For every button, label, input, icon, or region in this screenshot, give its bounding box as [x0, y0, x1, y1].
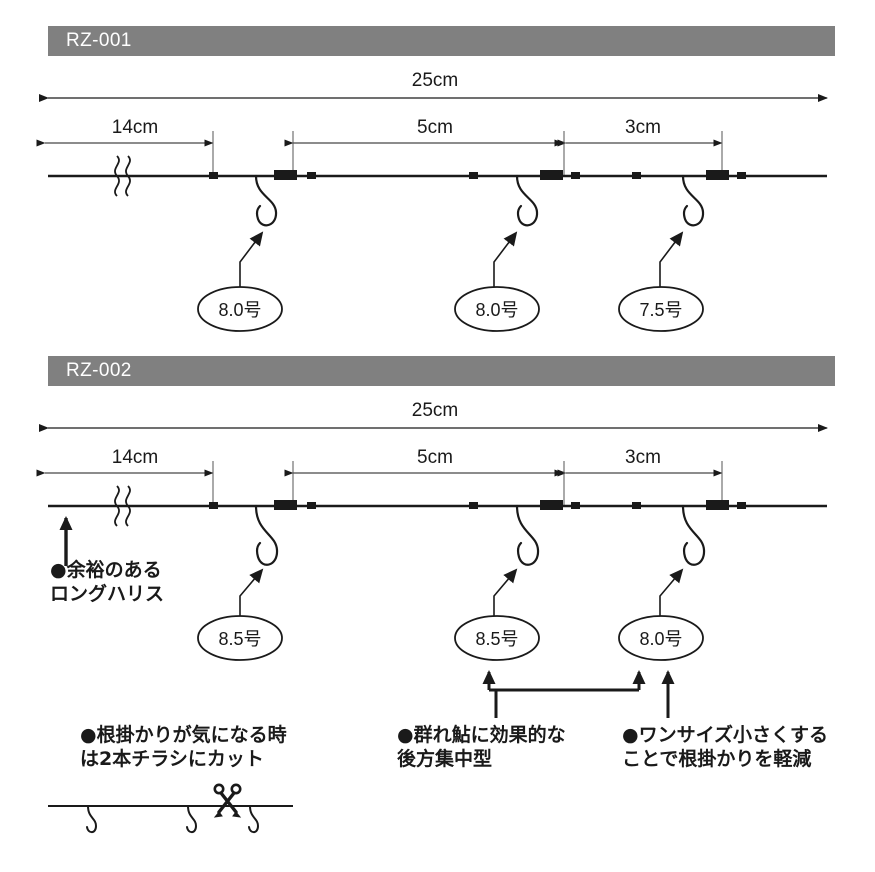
section-title-rz-001: RZ-001: [66, 30, 132, 51]
callout-oval: [197, 615, 283, 661]
knot-marker: [632, 502, 641, 509]
hook-size-label: 8.0号: [639, 629, 682, 649]
knot-marker: [469, 172, 478, 179]
annotation-rear-concentration: ●群れ鮎に効果的な 後方集中型: [397, 724, 566, 771]
hook-size-callout-3-rz-002: 8.0号: [618, 615, 704, 661]
annotation-one-size-smaller: ●ワンサイズ小さくする ことで根掛かりを軽減: [622, 724, 829, 771]
hook-2-rz-002: [515, 504, 540, 566]
segment-label-5cm-rz-001: 5cm: [417, 117, 453, 138]
sleeve-marker: [540, 500, 563, 510]
hook-size-label: 8.0号: [475, 300, 518, 320]
hook-size-callout-1-rz-001: 8.0号: [197, 286, 283, 332]
hook-1-rz-001: [254, 174, 278, 227]
segment-label-5cm-rz-002: 5cm: [417, 447, 453, 468]
annotation-cut-note: ●根掛かりが気になる時 は2本チラシにカット: [80, 724, 287, 771]
callout-leader-1-rz-002: [239, 568, 264, 622]
callout-oval: [454, 286, 540, 332]
dimension-group-rz-001: [36, 94, 828, 176]
callout-oval: [618, 615, 704, 661]
rig-line-rz-002: 8.5号 8.5号 8.0号: [48, 485, 827, 661]
callout-leader-1-rz-001: [239, 231, 264, 292]
sleeve-marker: [540, 170, 563, 180]
cut-diagram-hook-2: [186, 805, 198, 834]
hook-size-label: 8.0号: [218, 300, 261, 320]
hook-1-rz-002: [254, 504, 279, 566]
sleeve-marker: [274, 500, 297, 510]
callout-oval: [197, 286, 283, 332]
knot-marker: [209, 502, 218, 509]
hook-3-rz-001: [681, 174, 705, 227]
annotation-bracket-rear: [482, 670, 646, 718]
sleeve-marker: [706, 170, 729, 180]
segment-label-14cm-rz-001: 14cm: [111, 117, 159, 138]
knot-marker: [737, 502, 746, 509]
annotation-long-harness: ●余裕のある ロングハリス: [50, 559, 165, 606]
hook-size-label: 7.5号: [639, 300, 682, 320]
sleeve-marker: [274, 170, 297, 180]
section-header-rz-001: RZ-001: [48, 26, 835, 56]
knot-marker: [209, 172, 218, 179]
dimension-group-rz-002: [36, 424, 828, 506]
knot-marker: [632, 172, 641, 179]
total-dimension-label-rz-001: 25cm: [411, 70, 459, 91]
callout-leader-3-rz-001: [659, 231, 684, 292]
callout-leader-2-rz-001: [493, 231, 518, 292]
segment-label-14cm-rz-002: 14cm: [111, 447, 159, 468]
section-title-rz-002: RZ-002: [66, 360, 132, 381]
line-break-squiggle-icon: [114, 485, 131, 527]
hook-size-callout-3-rz-001: 7.5号: [618, 286, 704, 332]
rig-line-rz-001: 8.0号 8.0号 7.5号: [48, 155, 827, 332]
hook-size-callout-2-rz-002: 8.5号: [454, 615, 540, 661]
knot-marker: [571, 502, 580, 509]
sleeve-marker: [706, 500, 729, 510]
callout-leader-2-rz-002: [493, 568, 518, 622]
knot-marker: [307, 172, 316, 179]
hook-2-rz-001: [515, 174, 539, 227]
hook-size-label: 8.5号: [218, 629, 261, 649]
cut-diagram-hook-3: [248, 805, 260, 834]
line-break-squiggle-icon: [114, 155, 131, 197]
knot-marker: [737, 172, 746, 179]
callout-leader-3-rz-002: [659, 568, 684, 622]
cut-diagram-hook-1: [86, 805, 98, 834]
callout-oval: [618, 286, 704, 332]
segment-label-3cm-rz-002: 3cm: [625, 447, 661, 468]
hook-size-callout-2-rz-001: 8.0号: [454, 286, 540, 332]
knot-marker: [307, 502, 316, 509]
section-header-rz-002: RZ-002: [48, 356, 835, 386]
scissors-icon: [213, 783, 242, 818]
hook-size-callout-1-rz-002: 8.5号: [197, 615, 283, 661]
cut-diagram: [48, 783, 293, 834]
callout-oval: [454, 615, 540, 661]
knot-marker: [571, 172, 580, 179]
knot-marker: [469, 502, 478, 509]
hook-size-label: 8.5号: [475, 629, 518, 649]
segment-label-3cm-rz-001: 3cm: [625, 117, 661, 138]
hook-3-rz-002: [681, 504, 706, 566]
total-dimension-label-rz-002: 25cm: [411, 400, 459, 421]
